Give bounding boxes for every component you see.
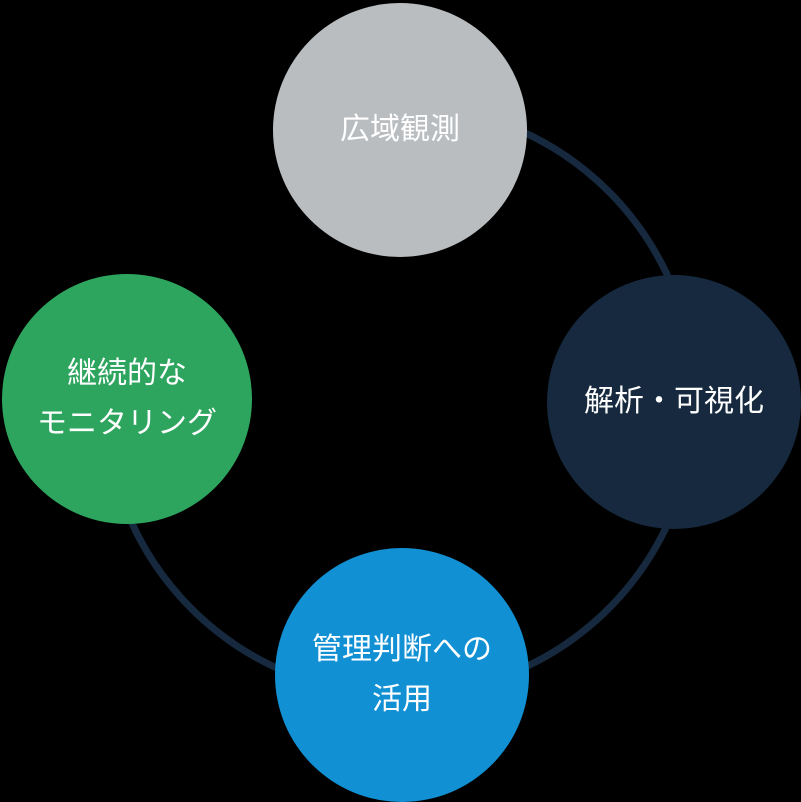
node-management-decision-use: 管理判断への 活用 — [275, 548, 529, 802]
node-continuous-monitoring: 継続的な モニタリング — [2, 274, 252, 524]
node-analysis-visualization: 解析・可視化 — [547, 275, 801, 529]
node-label-line: 管理判断への — [312, 632, 492, 667]
node-label-line: 広域観測 — [340, 112, 460, 147]
node-label-line: モニタリング — [37, 406, 217, 441]
node-label-line: 解析・可視化 — [584, 384, 764, 419]
cycle-arc-path — [101, 101, 699, 699]
node-label-line: 継続的な — [67, 356, 187, 391]
node-wide-area-observation: 広域観測 — [273, 3, 527, 257]
node-label-line: 活用 — [372, 682, 432, 717]
